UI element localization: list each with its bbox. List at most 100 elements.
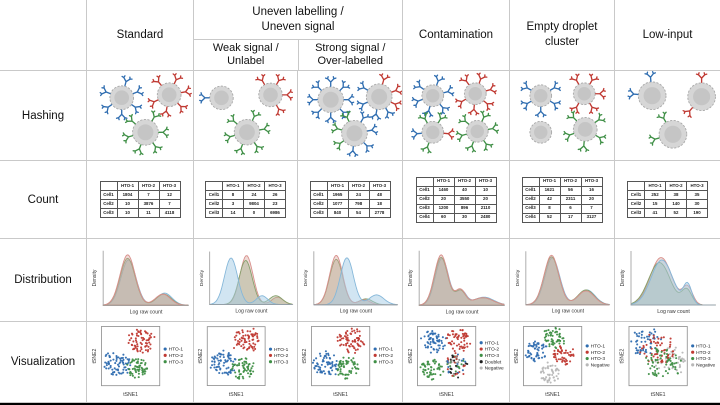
tsne-cluster	[311, 350, 341, 376]
count-value: 1460	[432, 185, 455, 196]
count-value: 9804	[243, 199, 265, 209]
cell-icon	[307, 76, 355, 124]
count-value: 4118	[158, 208, 181, 218]
hashing-panel-weak-signal	[194, 71, 298, 161]
legend-label: HTO-2	[485, 347, 500, 353]
antibody-icon	[282, 89, 293, 101]
count-value: 52	[665, 208, 687, 218]
count-table-header: HTO-2	[243, 181, 265, 191]
tsne-x-axis-label: tSNE1	[229, 392, 244, 398]
cell-icon	[648, 111, 688, 149]
antibody-icon	[324, 112, 337, 124]
antibody-icon	[549, 100, 561, 111]
legend-label: HTO-3	[591, 356, 606, 362]
count-table-header: HTO-3	[474, 176, 497, 187]
legend-item: Doublet	[479, 359, 502, 365]
antibody-icon	[413, 79, 425, 90]
count-table-header	[627, 181, 645, 191]
legend-item: HTO-3	[268, 359, 289, 365]
antibody-icon	[439, 103, 450, 115]
antibody-icon	[443, 85, 455, 97]
antibody-icon	[311, 80, 322, 91]
antibody-icon	[390, 100, 402, 112]
tsne-x-axis-label: tSNE1	[651, 392, 666, 398]
count-value: 1200	[432, 203, 455, 214]
corner-cell	[0, 0, 87, 71]
count-value: 1077	[326, 199, 349, 209]
density-y-axis-label: Density	[620, 269, 626, 286]
density-x-axis-label: Log raw count	[446, 309, 479, 315]
antibody-icon	[595, 87, 606, 100]
tsne-x-axis-label: tSNE1	[439, 392, 454, 398]
cell-icon	[569, 73, 606, 114]
antibody-icon	[563, 130, 575, 142]
antibody-icon	[223, 132, 235, 144]
antibody-icon	[577, 141, 590, 153]
cell-icon	[520, 80, 561, 118]
antibody-icon	[367, 123, 379, 136]
tsne-cluster	[126, 358, 149, 379]
antibody-icon	[384, 107, 396, 119]
count-row-label: Cell3	[627, 208, 645, 218]
count-row-label: Cell1	[627, 190, 645, 200]
count-value: 12	[158, 190, 181, 200]
column-header-standard: Standard	[87, 0, 194, 71]
count-row-label: Cell1	[309, 190, 328, 200]
count-row-label: Cell1	[521, 185, 540, 196]
count-row-label: Cell3	[205, 208, 223, 218]
count-value: 252	[644, 190, 666, 200]
count-value: 1804	[116, 190, 139, 200]
count-value: 190	[686, 208, 708, 218]
count-table-header: HTO-3	[580, 176, 603, 187]
count-row-label: Cell2	[415, 194, 434, 205]
count-value: 3876	[137, 199, 160, 209]
antibody-icon	[255, 74, 266, 85]
antibody-icon	[648, 134, 660, 146]
column-header-contamination: Contamination	[403, 0, 510, 71]
count-value: 3	[222, 199, 244, 209]
density-curve	[630, 259, 716, 306]
tsne-y-axis-label: tSNE2	[408, 349, 414, 364]
legend-item: HTO-1	[585, 344, 605, 350]
antibody-icon	[311, 108, 322, 120]
cell-icon	[356, 73, 402, 121]
count-value: 6	[559, 203, 582, 214]
count-value: 42	[538, 194, 561, 205]
column-header-uneven-group: Uneven labelling / Uneven signal	[194, 0, 402, 40]
cell-icon	[682, 72, 716, 118]
legend-item: HTO-1	[163, 347, 183, 353]
count-value: 3127	[580, 212, 603, 223]
antibody-icon	[410, 128, 422, 140]
count-table-header: HTO-3	[368, 181, 391, 191]
antibody-icon	[177, 102, 189, 114]
antibody-icon	[476, 72, 488, 84]
count-value: 10	[116, 208, 139, 218]
antibody-icon	[343, 93, 355, 106]
antibody-icon	[275, 74, 286, 85]
antibody-icon	[101, 104, 113, 115]
antibody-icon	[180, 85, 192, 97]
tsne-cluster	[209, 349, 237, 376]
count-table-header: HTO-3	[158, 181, 181, 191]
count-value: 8	[538, 203, 561, 214]
count-value: 23	[264, 199, 286, 209]
cell-icon	[223, 109, 271, 156]
antibody-icon	[467, 104, 480, 116]
antibody-icon	[339, 80, 351, 91]
